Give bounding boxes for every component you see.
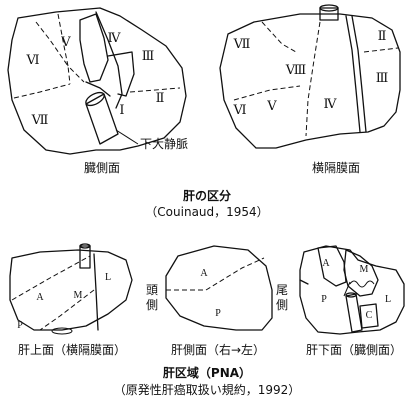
segment-label: Ⅶ [233, 36, 251, 51]
upper-divider-b [39, 289, 95, 331]
lower-ivc-ellipse [345, 292, 357, 298]
segment-label: Ⅲ [142, 48, 155, 63]
region-label: P [321, 294, 327, 305]
hilum-curl [349, 280, 375, 288]
upper-divider-a [11, 255, 91, 301]
side-divider [166, 257, 265, 291]
segment-label: Ⅵ [232, 102, 246, 117]
visceral-divider-c [13, 83, 71, 99]
ivc-cylinder [85, 93, 119, 145]
diaphragm-divider-b [305, 21, 321, 137]
visceral-notch [85, 81, 111, 97]
region-label: M [360, 264, 369, 275]
lower-caption: 肝下面（臓側面） [306, 343, 402, 357]
side-caption: 肝側面（右→左） [171, 342, 265, 357]
pna-lower-view: A M P L C 肝下面（臓側面） [299, 245, 405, 357]
segment-label: Ⅶ [31, 112, 49, 127]
falciform-ligament [345, 15, 361, 133]
visceral-ligament-curve [95, 11, 123, 109]
ivc-top [319, 7, 339, 21]
diaphragm-divider-a [261, 21, 297, 53]
diaphragm-divider-d [363, 47, 399, 53]
diaphragm-caption: 横隔膜面 [312, 161, 360, 175]
visceral-divider-b [57, 13, 85, 83]
ligament-teres-band [107, 51, 135, 97]
region-label: P [215, 308, 221, 319]
upper-ivc [79, 245, 91, 269]
segment-label: Ⅳ [108, 30, 122, 45]
ivc-top-ellipse [85, 91, 105, 107]
segment-label: Ⅴ [266, 98, 277, 113]
falciform-ligament-2 [351, 15, 367, 133]
upper-ligament [93, 253, 99, 331]
caudal-label-2: 側 [276, 298, 288, 312]
figure2-title: 肝区域（PNA） [163, 365, 251, 380]
ivc-label: 下大静脈 [140, 137, 188, 151]
lower-ivc [345, 293, 363, 333]
pna-upper-view: A M L P 肝上面（横隔膜面） [9, 243, 133, 357]
couinaud-diaphragm-view: Ⅶ Ⅷ Ⅱ Ⅲ Ⅵ Ⅴ Ⅳ 横隔膜面 [219, 4, 401, 175]
figure2-source: （原発性肝癌取扱い規約，1992） [114, 382, 301, 397]
visceral-divider-a [35, 21, 71, 85]
segment-label: Ⅷ [285, 62, 306, 77]
visceral-divider-d [129, 87, 181, 93]
lower-notch [299, 279, 309, 285]
visceral-liver-outline [7, 7, 187, 155]
gallbladder-lobe [317, 245, 347, 287]
couinaud-visceral-view: Ⅵ Ⅴ Ⅳ Ⅲ Ⅶ Ⅰ Ⅱ 下大静脈 臓側面 [7, 7, 188, 175]
region-label: P [17, 320, 23, 331]
segment-label: Ⅳ [324, 96, 338, 111]
side-liver-outline [165, 245, 273, 331]
region-label: C [366, 310, 373, 321]
ivc-top-ellipse [319, 4, 339, 12]
upper-ivc-ellipse [79, 243, 91, 249]
cranial-label-2: 側 [146, 298, 158, 312]
lower-liver-outline [299, 245, 405, 335]
region-label: L [105, 272, 111, 283]
figure1-title: 肝の区分 [183, 188, 231, 203]
cranial-label-1: 頭 [146, 283, 158, 297]
lower-vessel [343, 281, 351, 297]
upper-liver-outline [9, 249, 133, 331]
figure1-source: （Couinaud，1954） [145, 205, 268, 219]
region-label: A [200, 268, 208, 279]
quadrate-lobe [79, 13, 109, 83]
visceral-caption: 臓側面 [84, 161, 120, 175]
region-label: M [74, 290, 83, 301]
c-region-outline [359, 303, 379, 329]
diaphragm-divider-c [233, 85, 301, 101]
upper-caption: 肝上面（横隔膜面） [18, 343, 126, 357]
upper-bottom-bulge [51, 327, 73, 335]
segment-label: Ⅲ [376, 70, 389, 85]
m-region-outline [343, 249, 379, 297]
region-label: A [36, 292, 44, 303]
region-label: A [322, 258, 330, 269]
region-label: L [385, 294, 391, 305]
diaphragm-liver-outline [219, 13, 401, 149]
segment-label: Ⅰ [119, 102, 124, 117]
segment-label: Ⅵ [25, 52, 39, 67]
segment-label: Ⅱ [156, 90, 165, 105]
ivc-leader-line [115, 129, 139, 145]
caudal-label-1: 尾 [276, 283, 288, 297]
segment-label: Ⅱ [378, 28, 387, 43]
pna-side-view: A P 頭 側 尾 側 肝側面（右→左） [146, 245, 288, 357]
segment-label: Ⅴ [60, 34, 71, 49]
